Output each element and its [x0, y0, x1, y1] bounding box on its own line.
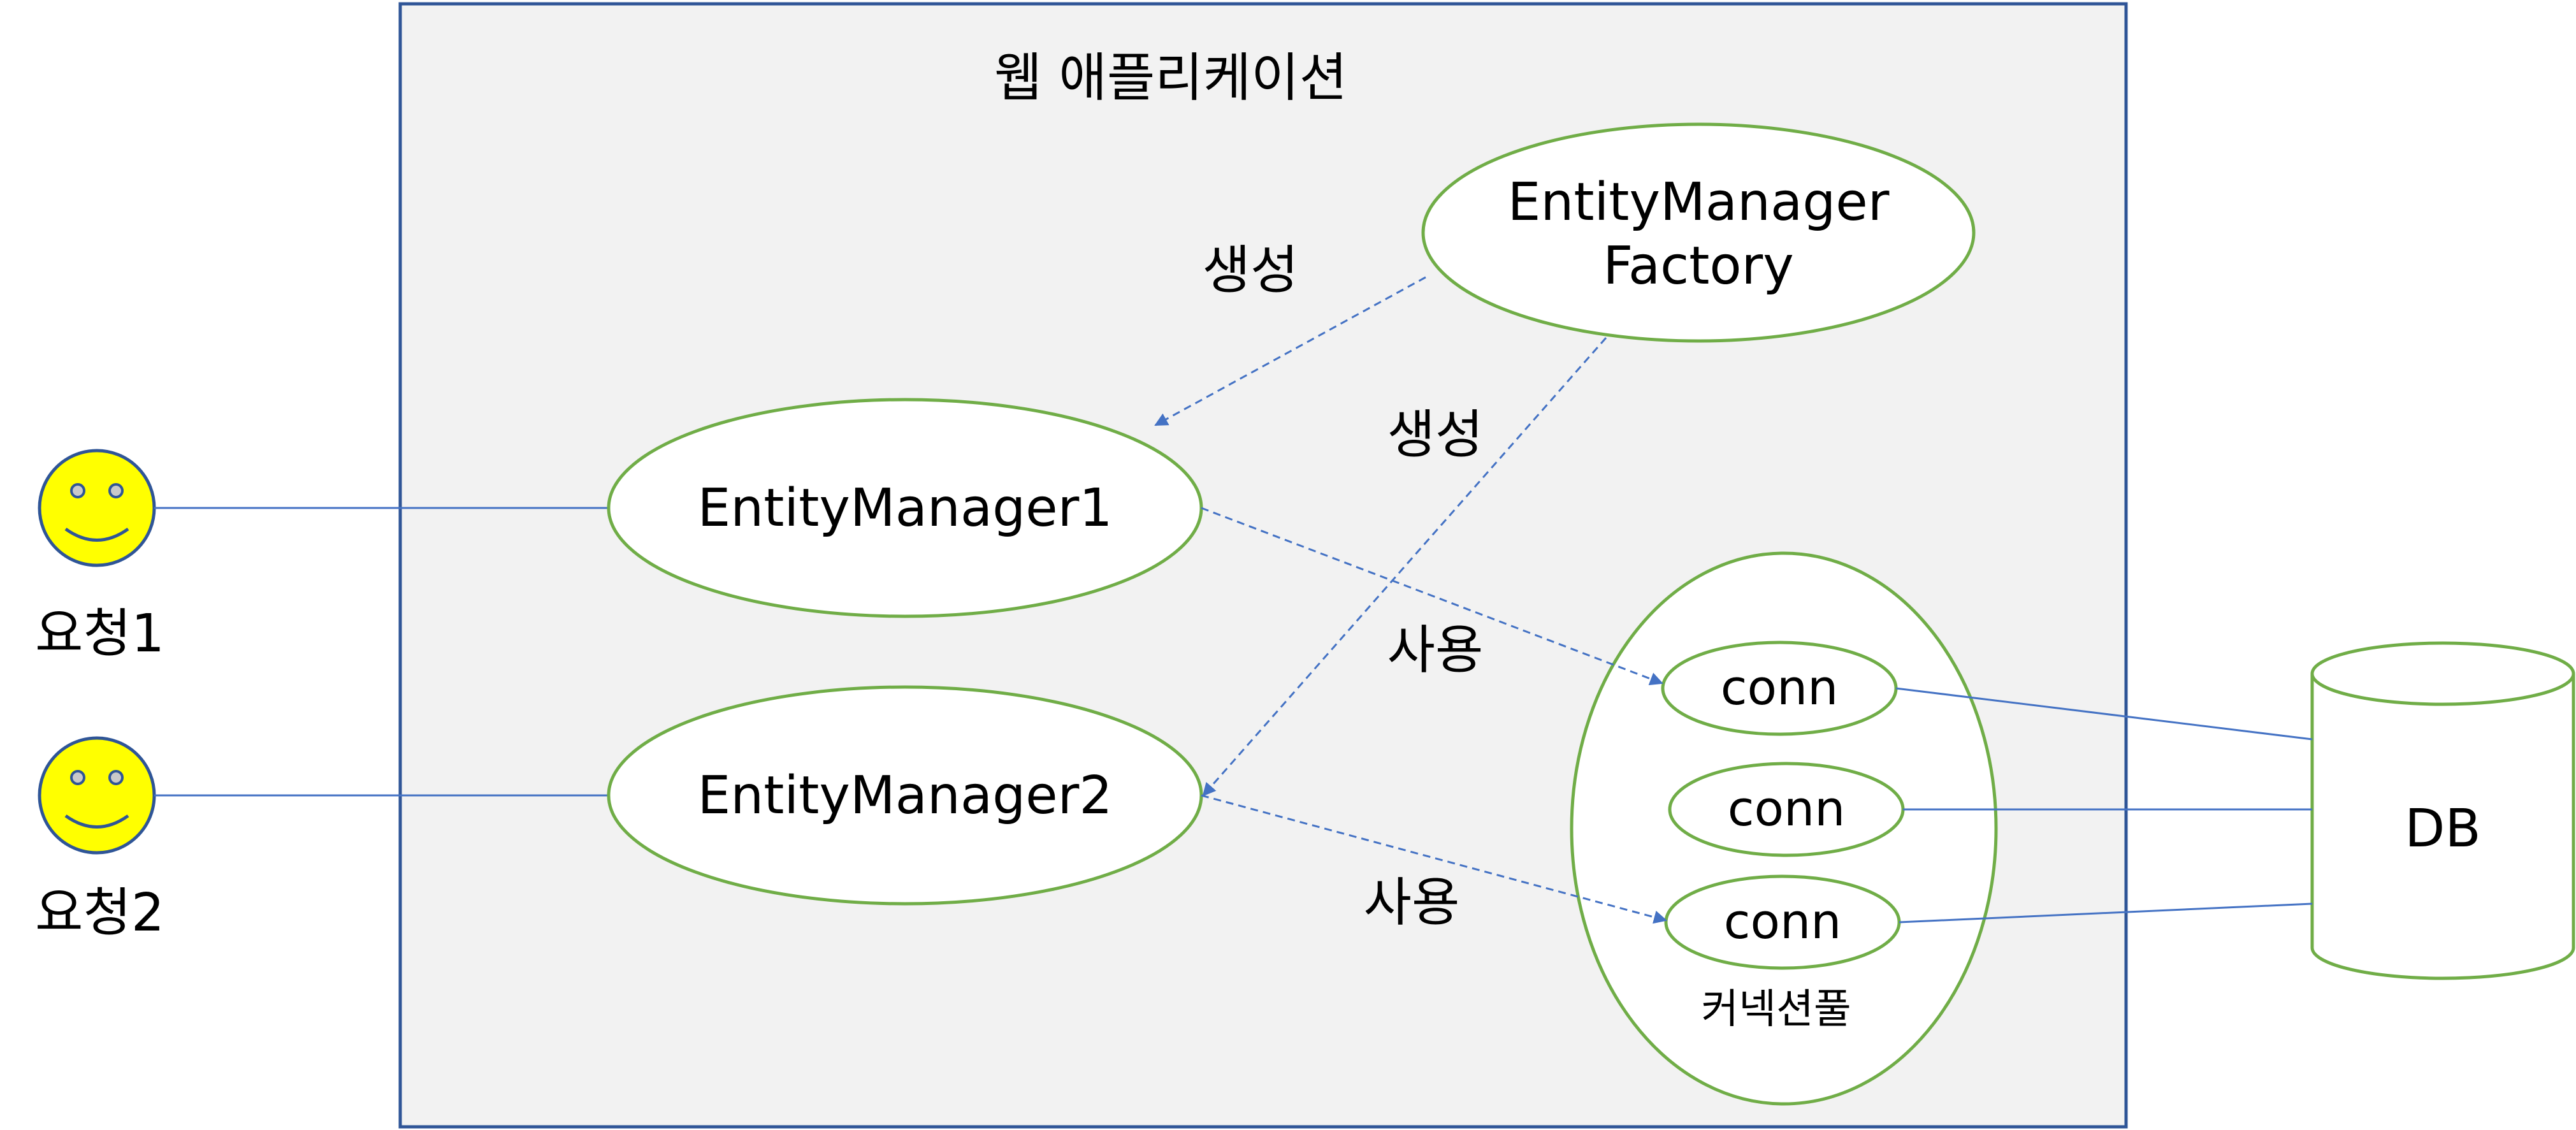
database: DB [2310, 641, 2575, 980]
smiley-eye-right [108, 770, 124, 785]
entity-manager-factory: EntityManager Factory [1421, 122, 1976, 343]
connection-pool: conn conn conn 커넥션풀 [1570, 551, 1998, 1106]
smiley-mouth [64, 527, 129, 542]
entity-manager-factory-ellipse [1421, 122, 1976, 343]
conn-1-db-line [1895, 687, 2313, 741]
database-label: DB [2405, 799, 2480, 859]
entity-manager-1-label: EntityManager1 [698, 478, 1113, 539]
em2-uses-conn-arrow [1201, 794, 1668, 924]
create-label-2: 생성 [1387, 405, 1484, 465]
smiley-face-icon [38, 736, 156, 855]
user-2: 요청2 [35, 736, 164, 943]
entity-manager-2: EntityManager2 [607, 685, 1203, 906]
em1-uses-conn-arrow [1201, 507, 1663, 686]
use-label-1: 사용 [1387, 620, 1484, 681]
smiley-eye-right [108, 483, 124, 498]
conn-2-label: conn [1728, 780, 1846, 837]
smiley-mouth [64, 814, 129, 829]
factory-label-line2: Factory [1603, 236, 1794, 296]
database-cylinder-icon [2310, 674, 2575, 980]
web-application-title: 웹 애플리케이션 [994, 48, 1347, 108]
user-2-label: 요청2 [35, 883, 164, 943]
entity-manager-1: EntityManager1 [607, 398, 1203, 618]
factory-label-line1: EntityManager [1508, 172, 1890, 233]
conn-3-db-line [1899, 902, 2313, 924]
entity-manager-2-label: EntityManager2 [698, 765, 1113, 826]
conn-1-label: conn [1721, 659, 1839, 716]
factory-creates-em1-arrow [1154, 276, 1426, 426]
database-top [2310, 641, 2575, 706]
smiley-eye-left [70, 770, 85, 785]
smiley-face-icon [38, 449, 156, 567]
use-label-2: 사용 [1364, 873, 1460, 933]
user-1: 요청1 [35, 449, 164, 664]
smiley-eye-left [70, 483, 85, 498]
create-label-1: 생성 [1203, 240, 1299, 301]
conn-3-label: conn [1724, 893, 1842, 950]
user-1-label: 요청1 [35, 604, 164, 664]
connection-pool-label: 커넥션풀 [1701, 986, 1851, 1033]
